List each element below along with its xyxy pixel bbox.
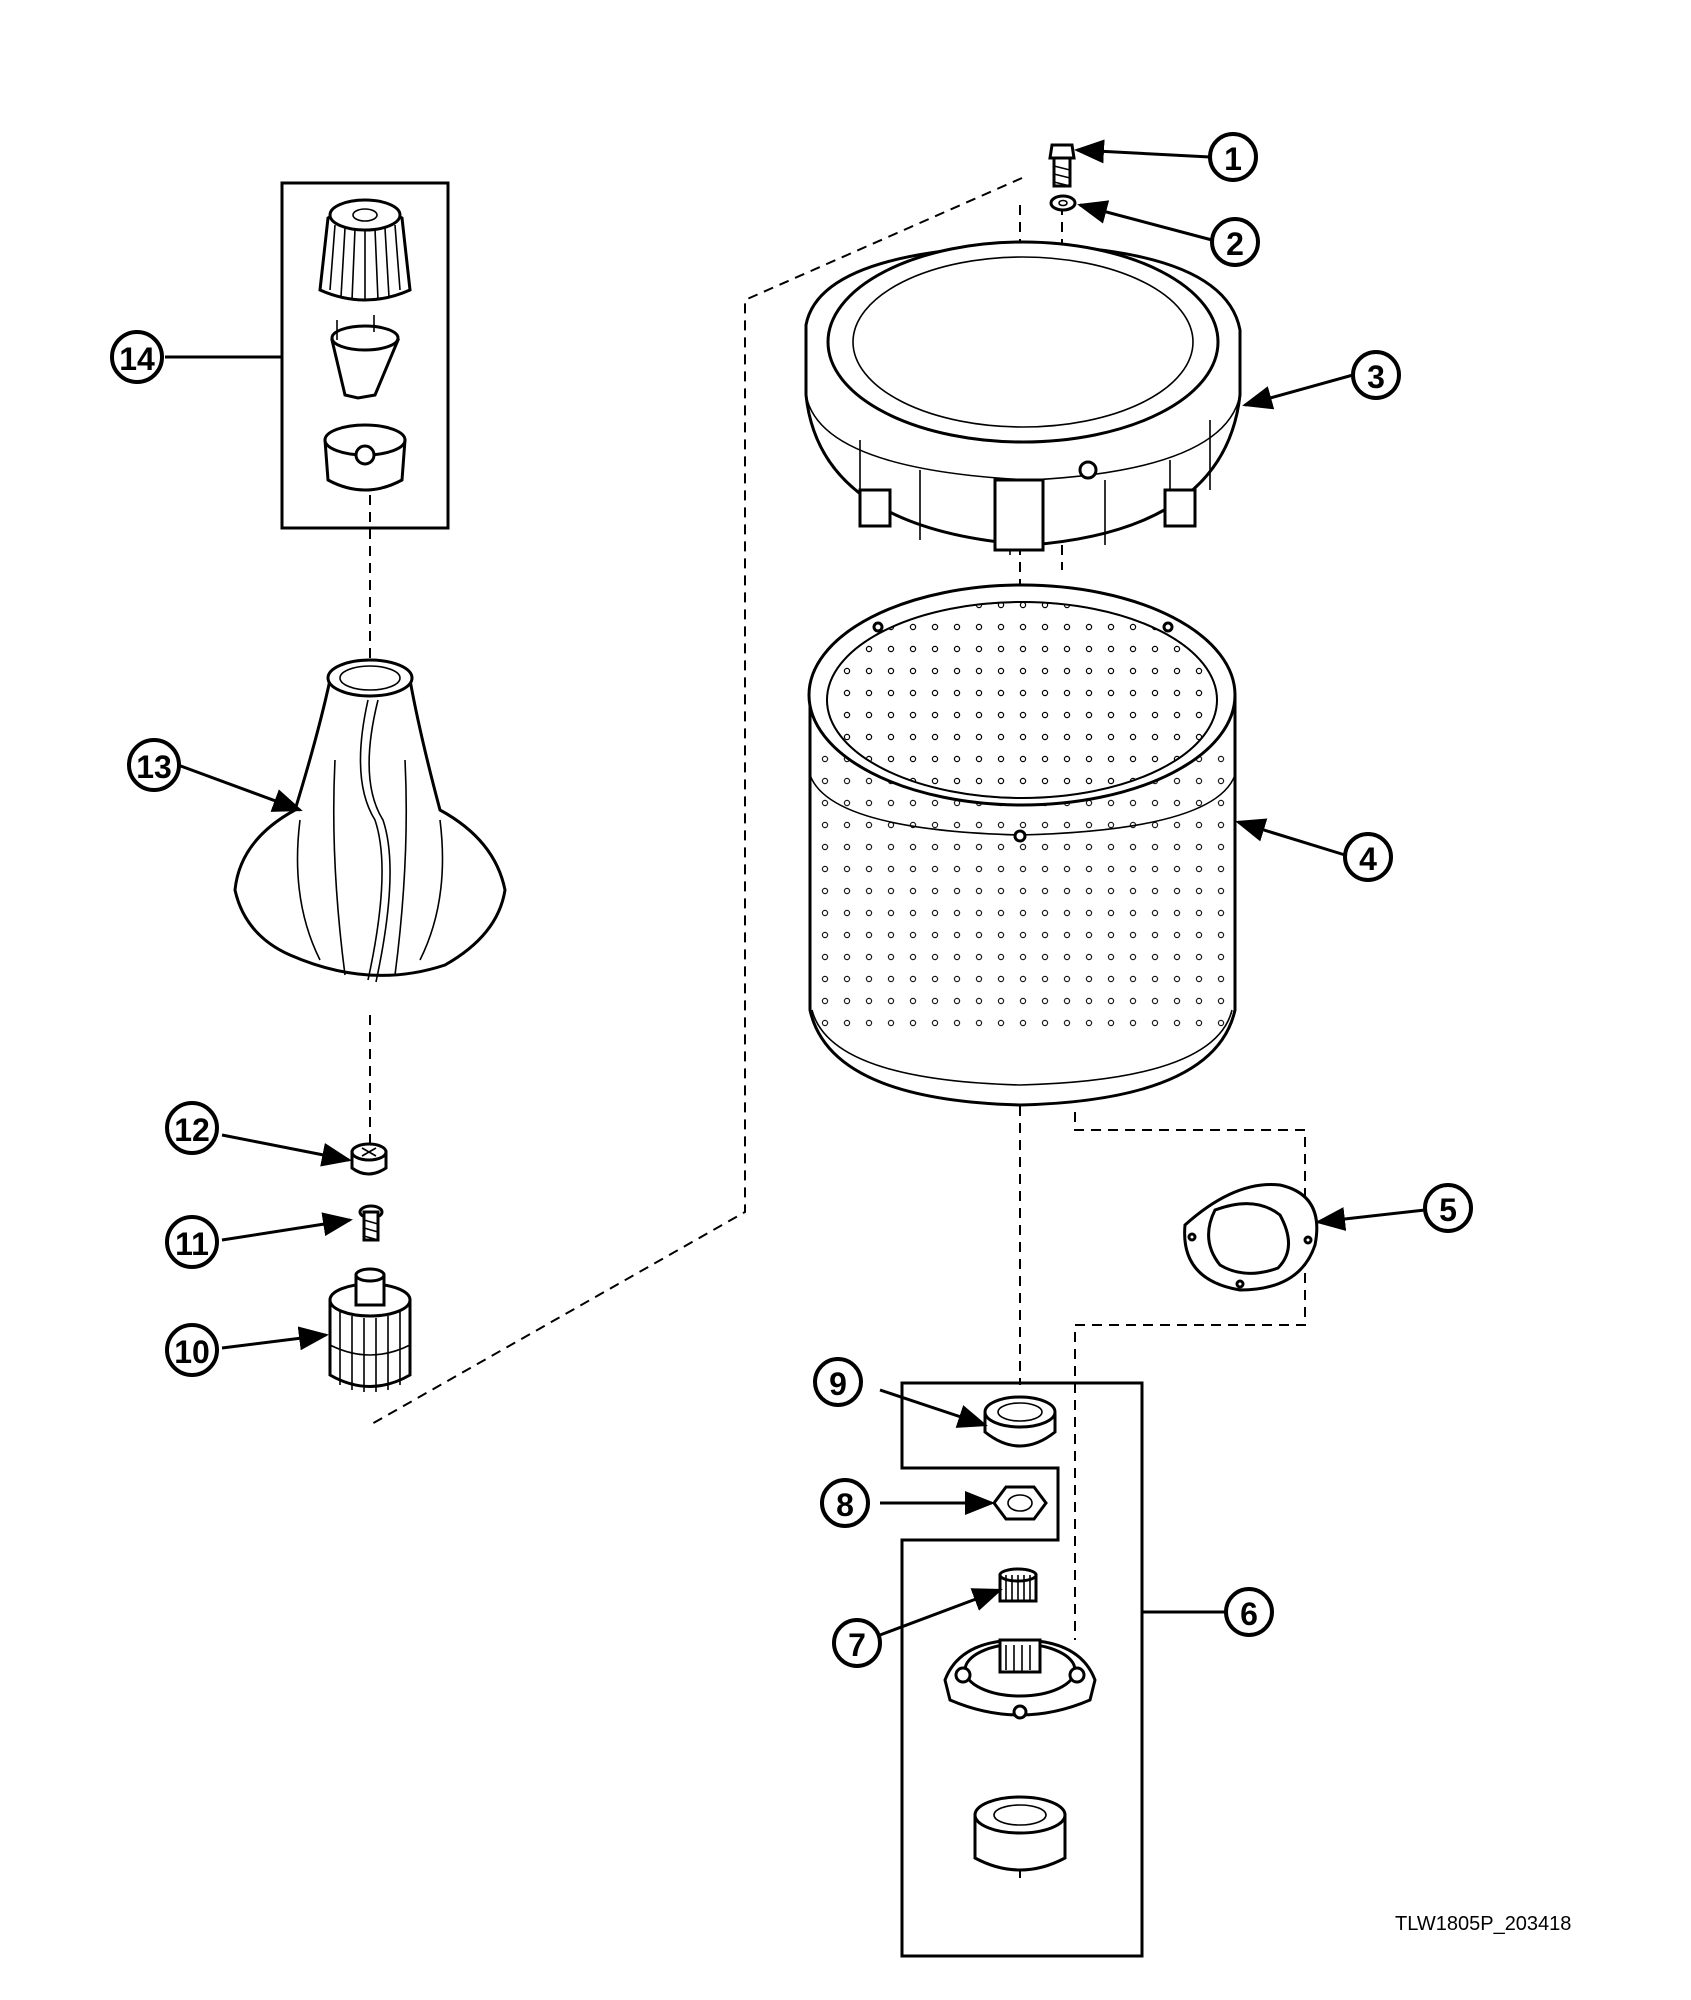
callout-13: 13 bbox=[127, 738, 181, 792]
callout-11: 11 bbox=[165, 1215, 219, 1269]
callout-leaders bbox=[165, 139, 1426, 1637]
callout-9-label: 9 bbox=[829, 1366, 847, 1402]
part-14-fabric-softener-kit bbox=[318, 198, 412, 492]
part-6-assembly-frame bbox=[900, 1381, 1144, 1958]
part-5-gasket bbox=[1183, 1183, 1319, 1292]
callout-14-label: 14 bbox=[119, 341, 155, 377]
callout-2-label: 2 bbox=[1226, 226, 1244, 262]
part-7-bushing bbox=[998, 1567, 1038, 1603]
part-6-hub-assembly bbox=[943, 1638, 1097, 1872]
part-8-hex-nut bbox=[992, 1485, 1048, 1521]
callout-4: 4 bbox=[1343, 832, 1393, 882]
callout-12-label: 12 bbox=[174, 1112, 210, 1148]
callout-7-label: 7 bbox=[848, 1627, 866, 1663]
part-11-screw bbox=[358, 1204, 384, 1242]
callout-11-label: 11 bbox=[175, 1226, 209, 1262]
callout-1: 1 bbox=[1208, 132, 1258, 182]
part-9-seal bbox=[983, 1395, 1057, 1448]
callout-10-label: 10 bbox=[174, 1334, 210, 1370]
part-13-agitator bbox=[233, 658, 507, 983]
callout-13-label: 13 bbox=[136, 749, 172, 785]
callout-1-label: 1 bbox=[1224, 141, 1242, 177]
callout-12: 12 bbox=[165, 1101, 219, 1155]
callout-2: 2 bbox=[1210, 217, 1260, 267]
reference-code: TLW1805P_203418 bbox=[1395, 1913, 1571, 1935]
callout-3: 3 bbox=[1351, 350, 1401, 400]
part-10-drive-block bbox=[328, 1267, 412, 1392]
part-1-bolt bbox=[1048, 143, 1076, 188]
callout-3-label: 3 bbox=[1367, 359, 1385, 395]
callout-6: 6 bbox=[1224, 1587, 1274, 1637]
callout-9: 9 bbox=[813, 1357, 863, 1407]
callout-5: 5 bbox=[1423, 1183, 1473, 1233]
part-4-spin-basket bbox=[807, 583, 1237, 1107]
part-12-cap bbox=[350, 1142, 388, 1176]
callout-6-label: 6 bbox=[1240, 1596, 1258, 1632]
part-3-balance-ring bbox=[804, 240, 1242, 555]
callout-7: 7 bbox=[832, 1618, 882, 1668]
callout-5-label: 5 bbox=[1439, 1192, 1457, 1228]
callout-8-label: 8 bbox=[836, 1487, 854, 1523]
callout-4-label: 4 bbox=[1359, 841, 1377, 877]
callout-14: 14 bbox=[110, 330, 164, 384]
callout-8: 8 bbox=[820, 1478, 870, 1528]
callout-10: 10 bbox=[165, 1323, 219, 1377]
part-2-washer bbox=[1049, 194, 1077, 212]
